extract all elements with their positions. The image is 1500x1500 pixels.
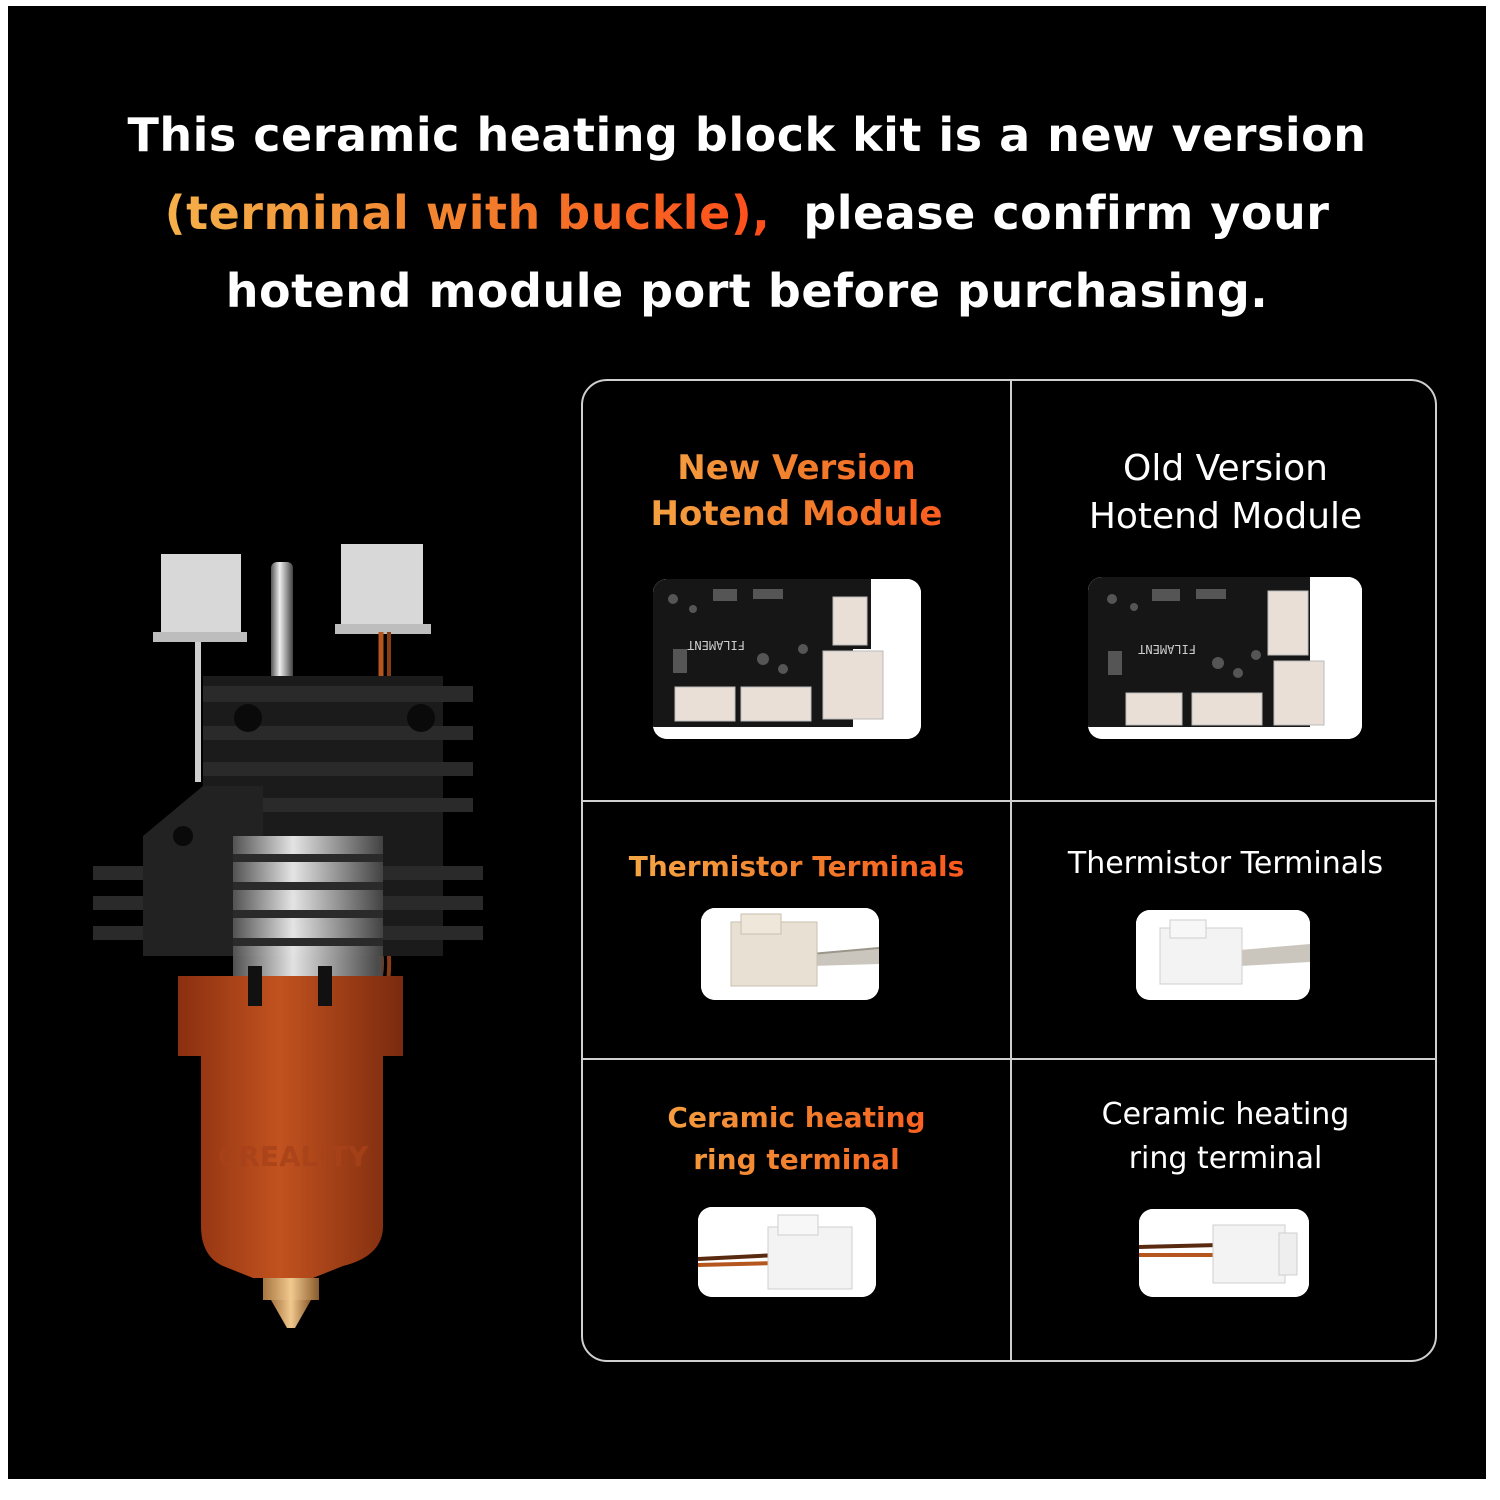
heatsink [93,676,483,976]
headline-line-2: (terminal with buckle), please confirm y… [8,174,1486,252]
new-ceramic-photo [698,1207,876,1297]
old-thermistor-label: Thermistor Terminals [1067,846,1384,881]
new-thermistor-photo [701,908,879,1000]
brand-mark: CREALITY [218,1140,369,1173]
old-ceramic-photo [1139,1209,1309,1297]
new-version-header: New Version Hotend Module [583,445,1010,537]
headline-line-1: This ceramic heating block kit is a new … [127,108,1367,162]
old-ceramic-label: Ceramic heating ring terminal [1101,1097,1350,1176]
svg-text:FILAMENT: FILAMENT [1138,642,1196,656]
old-version-header: Old Version Hotend Module [1088,448,1363,537]
comparison-grid: New Version Hotend Module Old Version Ho… [581,379,1437,1362]
row-divider-2 [583,1058,1435,1060]
row-divider-1 [583,800,1435,802]
headline-highlight: (terminal with buckle), [164,186,771,240]
headline: This ceramic heating block kit is a new … [8,96,1486,330]
left-connector [153,554,247,782]
svg-text:FILAMENT: FILAMENT [687,638,745,652]
hotend-illustration: CREALITY [93,544,483,1328]
new-board-photo: FILAMENT [653,579,921,739]
new-ceramic-label: Ceramic heating ring terminal [583,1097,1010,1181]
headline-line-3: hotend module port before purchasing. [225,264,1269,318]
column-divider [1010,381,1012,1360]
copper-nozzle-body: CREALITY [178,966,403,1278]
old-thermistor-photo [1136,910,1310,1000]
headline-line-2-rest: please confirm your [803,186,1330,240]
old-board-photo: FILAMENT [1088,577,1362,739]
new-thermistor-label: Thermistor Terminals [583,849,1010,885]
product-panel: This ceramic heating block kit is a new … [8,6,1486,1479]
